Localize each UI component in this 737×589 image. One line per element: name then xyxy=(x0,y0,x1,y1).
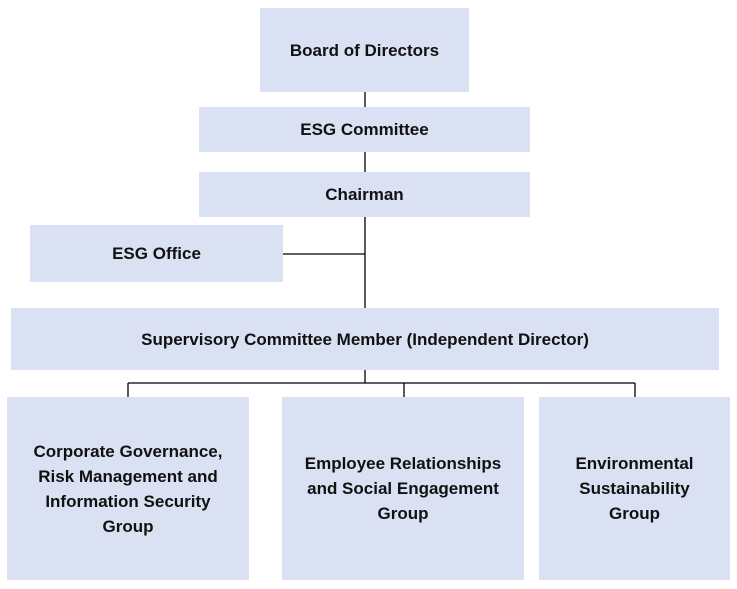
governance-risk-security-group-box: Corporate Governance, Risk Management an… xyxy=(7,397,249,580)
group-2-line-1: Employee Relationships xyxy=(304,454,502,473)
employee-social-group-box: Employee Relationships and Social Engage… xyxy=(282,397,524,580)
group-1-line-1: Corporate Governance, xyxy=(33,441,223,461)
group-3-line-1: Environmental xyxy=(575,454,694,473)
board-of-directors-box: Board of Directors xyxy=(260,8,469,92)
supervisory-committee-label: Supervisory Committee Member (Independen… xyxy=(141,329,589,349)
group-1-line-3: Information Security xyxy=(45,491,211,511)
group-3-line-2: Sustainability xyxy=(579,479,690,498)
supervisory-committee-box: Supervisory Committee Member (Independen… xyxy=(11,308,719,370)
group-3-line-3: Group xyxy=(609,504,660,523)
esg-office-box: ESG Office xyxy=(30,225,283,282)
group-2-line-2: and Social Engagement xyxy=(307,479,499,498)
group-1-line-2: Risk Management and xyxy=(38,466,218,486)
esg-office-label: ESG Office xyxy=(112,244,201,263)
board-of-directors-label: Board of Directors xyxy=(289,40,440,60)
group-1-line-4: Group xyxy=(102,516,154,536)
chairman-box: Chairman xyxy=(199,172,530,217)
esg-committee-box: ESG Committee xyxy=(199,107,530,152)
chairman-label: Chairman xyxy=(325,185,404,204)
group-2-line-3: Group xyxy=(377,504,429,523)
esg-committee-label: ESG Committee xyxy=(300,120,429,139)
environmental-sustainability-group-box: Environmental Sustainability Group xyxy=(539,397,730,580)
